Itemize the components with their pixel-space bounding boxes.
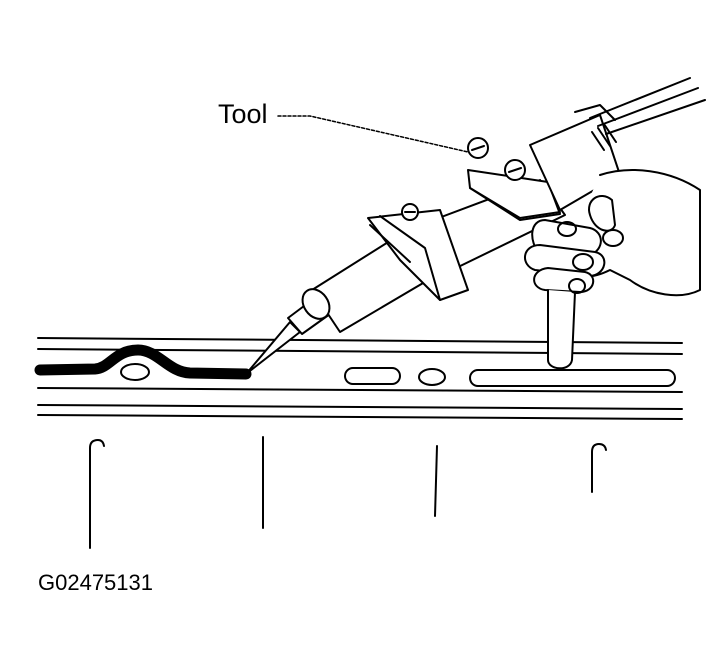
caulking-gun <box>367 77 706 301</box>
sealant-bead <box>34 344 252 380</box>
tool-callout-label: Tool <box>218 99 268 129</box>
hand <box>524 169 701 370</box>
figure-id-label: G02475131 <box>38 570 153 595</box>
tool-leader-line <box>277 115 469 153</box>
reference-lines <box>89 436 607 549</box>
mounting-holes <box>120 363 676 387</box>
